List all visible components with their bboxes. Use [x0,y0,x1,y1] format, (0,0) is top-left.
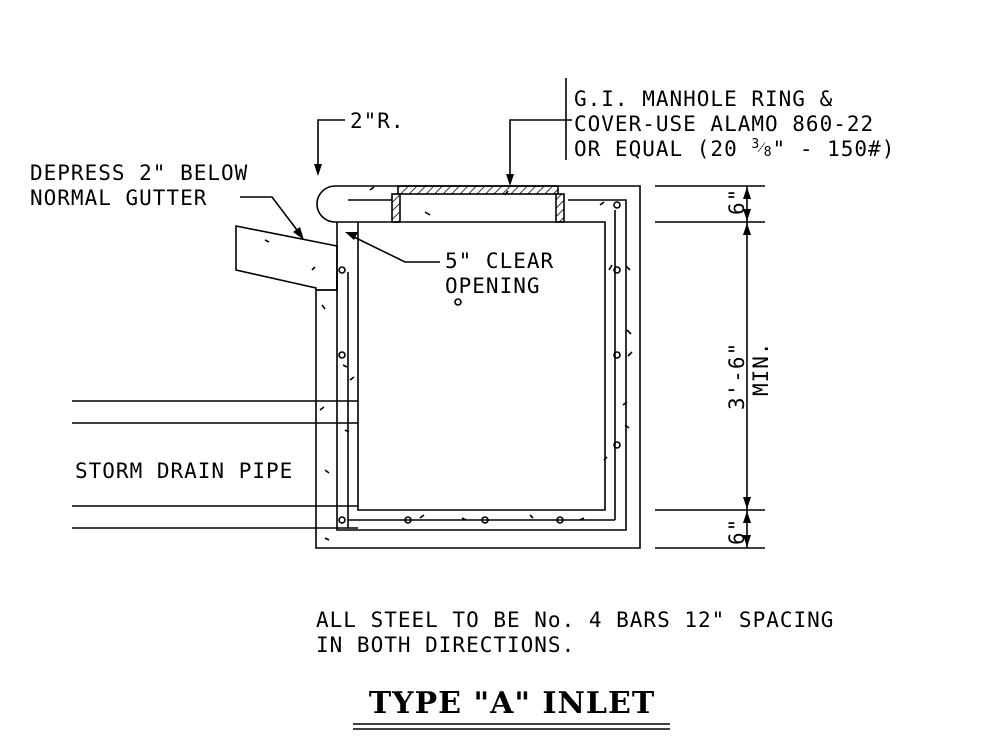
bar-dot [613,201,621,209]
rebar-outer [336,199,627,531]
gutter-wedge [235,225,338,291]
concrete-stipple [264,186,633,541]
radius-label: 2"R. [350,109,405,133]
inlet-box-structure [235,185,641,549]
bar-dot [338,516,346,524]
bar-dot [454,298,462,306]
manhole-label-prefix: OR EQUAL (20 [574,137,751,161]
bar-dot [338,351,346,359]
note-line2: IN BOTH DIRECTIONS. [316,633,575,657]
dim-mid-label: 3'-6" [725,342,749,410]
dim-min-label: MIN. [749,341,773,396]
bar-dot [481,516,489,524]
manhole-label-line3: OR EQUAL (20 3⁄8" - 150#) [574,137,895,161]
bar-dot [556,516,564,524]
manhole-fraction-separator: ⁄ [757,138,766,156]
top-slab [315,185,641,549]
bar-dot [613,351,621,359]
manhole-fraction-denominator: 8 [764,145,773,160]
depress-label-line1: DEPRESS 2" BELOW [30,161,248,185]
note-line1: ALL STEEL TO BE No. 4 BARS 12" SPACING [316,608,834,632]
bar-dot [613,441,621,449]
ring-right [555,193,565,223]
reinforcing-bars [336,199,627,531]
cover-plate [397,185,559,195]
depress-label-line2: NORMAL GUTTER [30,186,207,210]
leader-lines [240,78,572,263]
bar-dot [404,516,412,524]
dimension-lines [655,185,765,549]
opening-label-line2: OPENING [445,274,541,298]
manhole-label-line1: G.I. MANHOLE RING & [574,87,833,111]
manhole-label-suffix: " - 150#) [773,137,896,161]
storm-drain-pipe [72,400,358,529]
opening-label-line1: 5" CLEAR [445,249,554,273]
storm-drain-label: STORM DRAIN PIPE [75,459,293,483]
manhole-label-line2: COVER-USE ALAMO 860-22 [574,112,874,136]
manhole-ring-cover [391,185,565,223]
bar-dot [338,266,346,274]
ring-left [391,193,401,223]
drawing-title: TYPE "A" INLET [369,686,655,721]
dim-top-label: 6" [725,188,749,215]
manhole-fraction-numerator: 3 [751,137,760,152]
bar-dot [613,266,621,274]
inner-cavity [357,221,606,511]
dim-bottom-label: 6" [725,518,749,545]
